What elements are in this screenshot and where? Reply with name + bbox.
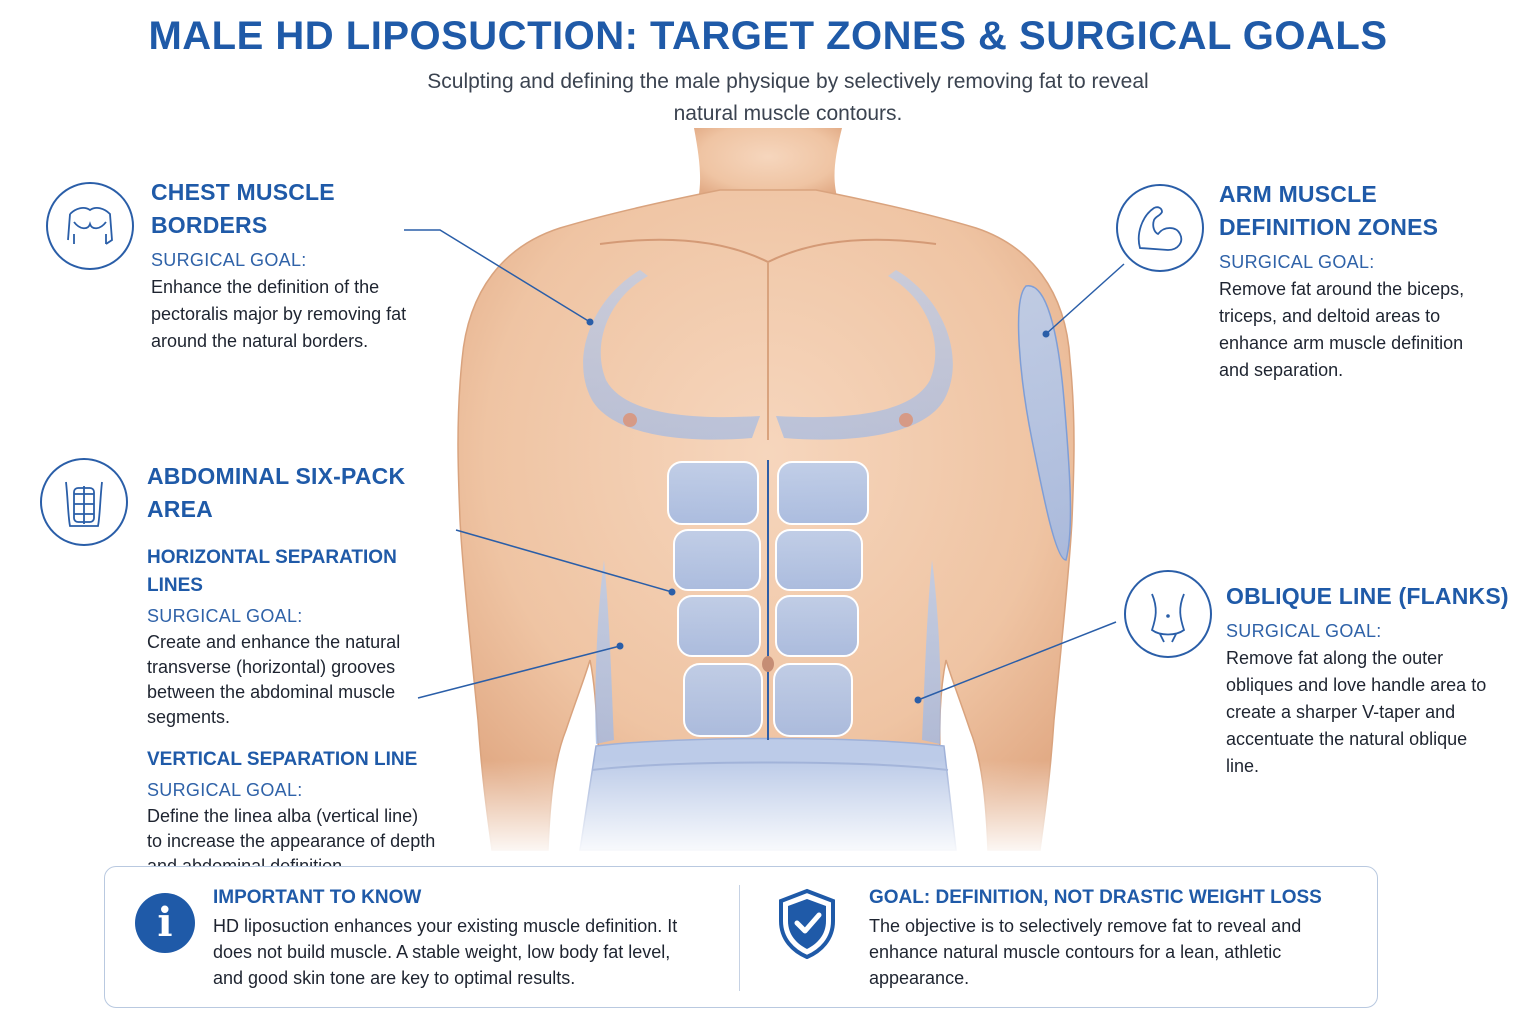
horizontal-goal-label: SURGICAL GOAL: — [147, 606, 303, 626]
arm-leader-line — [1045, 263, 1125, 335]
chest-heading: CHEST MUSCLE BORDERS — [151, 179, 335, 238]
bottom-fade — [420, 760, 1120, 860]
body-figure — [420, 128, 1120, 860]
ab-segment — [673, 529, 761, 591]
chest-leader-dot — [586, 318, 594, 326]
arm-zone-highlight — [1017, 285, 1072, 561]
six-pack-icon — [65, 481, 103, 527]
flexed-arm-icon — [1137, 206, 1183, 251]
torso — [457, 189, 1075, 851]
important-heading: IMPORTANT TO KNOW — [213, 887, 422, 908]
ab-segment — [775, 529, 863, 591]
left-pec-border — [583, 270, 760, 440]
leader-dots — [586, 318, 1050, 704]
horizontal-heading: HORIZONTAL SEPARATION LINES — [147, 547, 397, 596]
arm-goal-label: SURGICAL GOAL: — [1219, 252, 1375, 272]
left-nipple — [623, 413, 637, 427]
ab-segment — [773, 663, 853, 737]
oblique-goal-label: SURGICAL GOAL: — [1226, 621, 1382, 641]
oblique-leader-dot — [914, 696, 922, 704]
vertical-goal-label: SURGICAL GOAL: — [147, 780, 303, 800]
goal-heading: GOAL: DEFINITION, NOT DRASTIC WEIGHT LOS… — [869, 887, 1322, 908]
goal-body: The objective is to selectively remove f… — [869, 916, 1302, 988]
arm-heading-line2: DEFINITION ZONES — [1219, 214, 1439, 240]
notes-divider — [739, 885, 740, 991]
chest-goal-label: SURGICAL GOAL: — [151, 250, 307, 270]
oblique-leader-line — [917, 621, 1117, 701]
chest-icon-circle — [46, 182, 134, 270]
waist-icon — [1150, 593, 1186, 643]
ab-segment — [667, 461, 759, 525]
notes-panel: i IMPORTANT TO KNOW HD liposuction enhan… — [104, 866, 1378, 1008]
page-title: MALE HD LIPOSUCTION: TARGET ZONES & SURG… — [148, 14, 1388, 58]
six-pack-zone-highlight — [667, 461, 869, 737]
important-body: HD liposuction enhances your existing mu… — [213, 916, 678, 988]
oblique-heading: OBLIQUE LINE (FLANKS) — [1226, 583, 1509, 609]
oblique-section: OBLIQUE LINE (FLANKS) SURGICAL GOAL: Rem… — [1226, 580, 1516, 780]
info-icon: i — [135, 893, 195, 953]
six-pack-icon-circle — [40, 458, 128, 546]
vertical-leader-line — [417, 645, 621, 699]
vertical-heading: VERTICAL SEPARATION LINE — [147, 749, 418, 770]
neck — [694, 128, 842, 200]
shield-check-icon — [779, 888, 835, 959]
horizontal-leader-line — [455, 529, 673, 593]
ab-segment — [775, 595, 859, 657]
abdominal-section: ABDOMINAL SIX-PACK AREA HORIZONTAL SEPAR… — [147, 460, 447, 879]
oblique-goal-text: Remove fat along the outer obliques and … — [1226, 648, 1487, 776]
abdominal-heading: ABDOMINAL SIX-PACK AREA — [147, 463, 406, 522]
chest-section: CHEST MUSCLE BORDERS SURGICAL GOAL: Enha… — [151, 176, 451, 355]
right-pec-border — [776, 270, 953, 440]
leader-lines — [404, 229, 1125, 701]
chest-icon — [67, 207, 113, 245]
vertical-leader-dot — [616, 642, 624, 650]
horizontal-leader-dot — [668, 588, 676, 596]
oblique-icon-circle — [1124, 570, 1212, 658]
horizontal-goal-text: Create and enhance the natural transvers… — [147, 632, 401, 727]
page-subtitle: Sculpting and defining the male physique… — [427, 70, 1149, 125]
ab-segment — [777, 461, 869, 525]
chest-zone-highlight — [583, 270, 953, 440]
navel — [762, 656, 774, 672]
arm-heading-line1: ARM MUSCLE — [1219, 181, 1377, 207]
chest-leader-line — [404, 229, 591, 323]
right-oblique-zone — [922, 560, 941, 744]
ab-segment — [677, 595, 761, 657]
arm-goal-text: Remove fat around the biceps, triceps, a… — [1219, 279, 1465, 380]
left-oblique-zone — [595, 560, 614, 744]
chest-goal-text: Enhance the definition of the pectoralis… — [151, 277, 407, 351]
arm-section: ARM MUSCLE DEFINITION ZONES SURGICAL GOA… — [1219, 178, 1509, 384]
ab-segment — [683, 663, 763, 737]
right-nipple — [899, 413, 913, 427]
arm-leader-dot — [1042, 330, 1050, 338]
arm-icon-circle — [1116, 184, 1204, 272]
